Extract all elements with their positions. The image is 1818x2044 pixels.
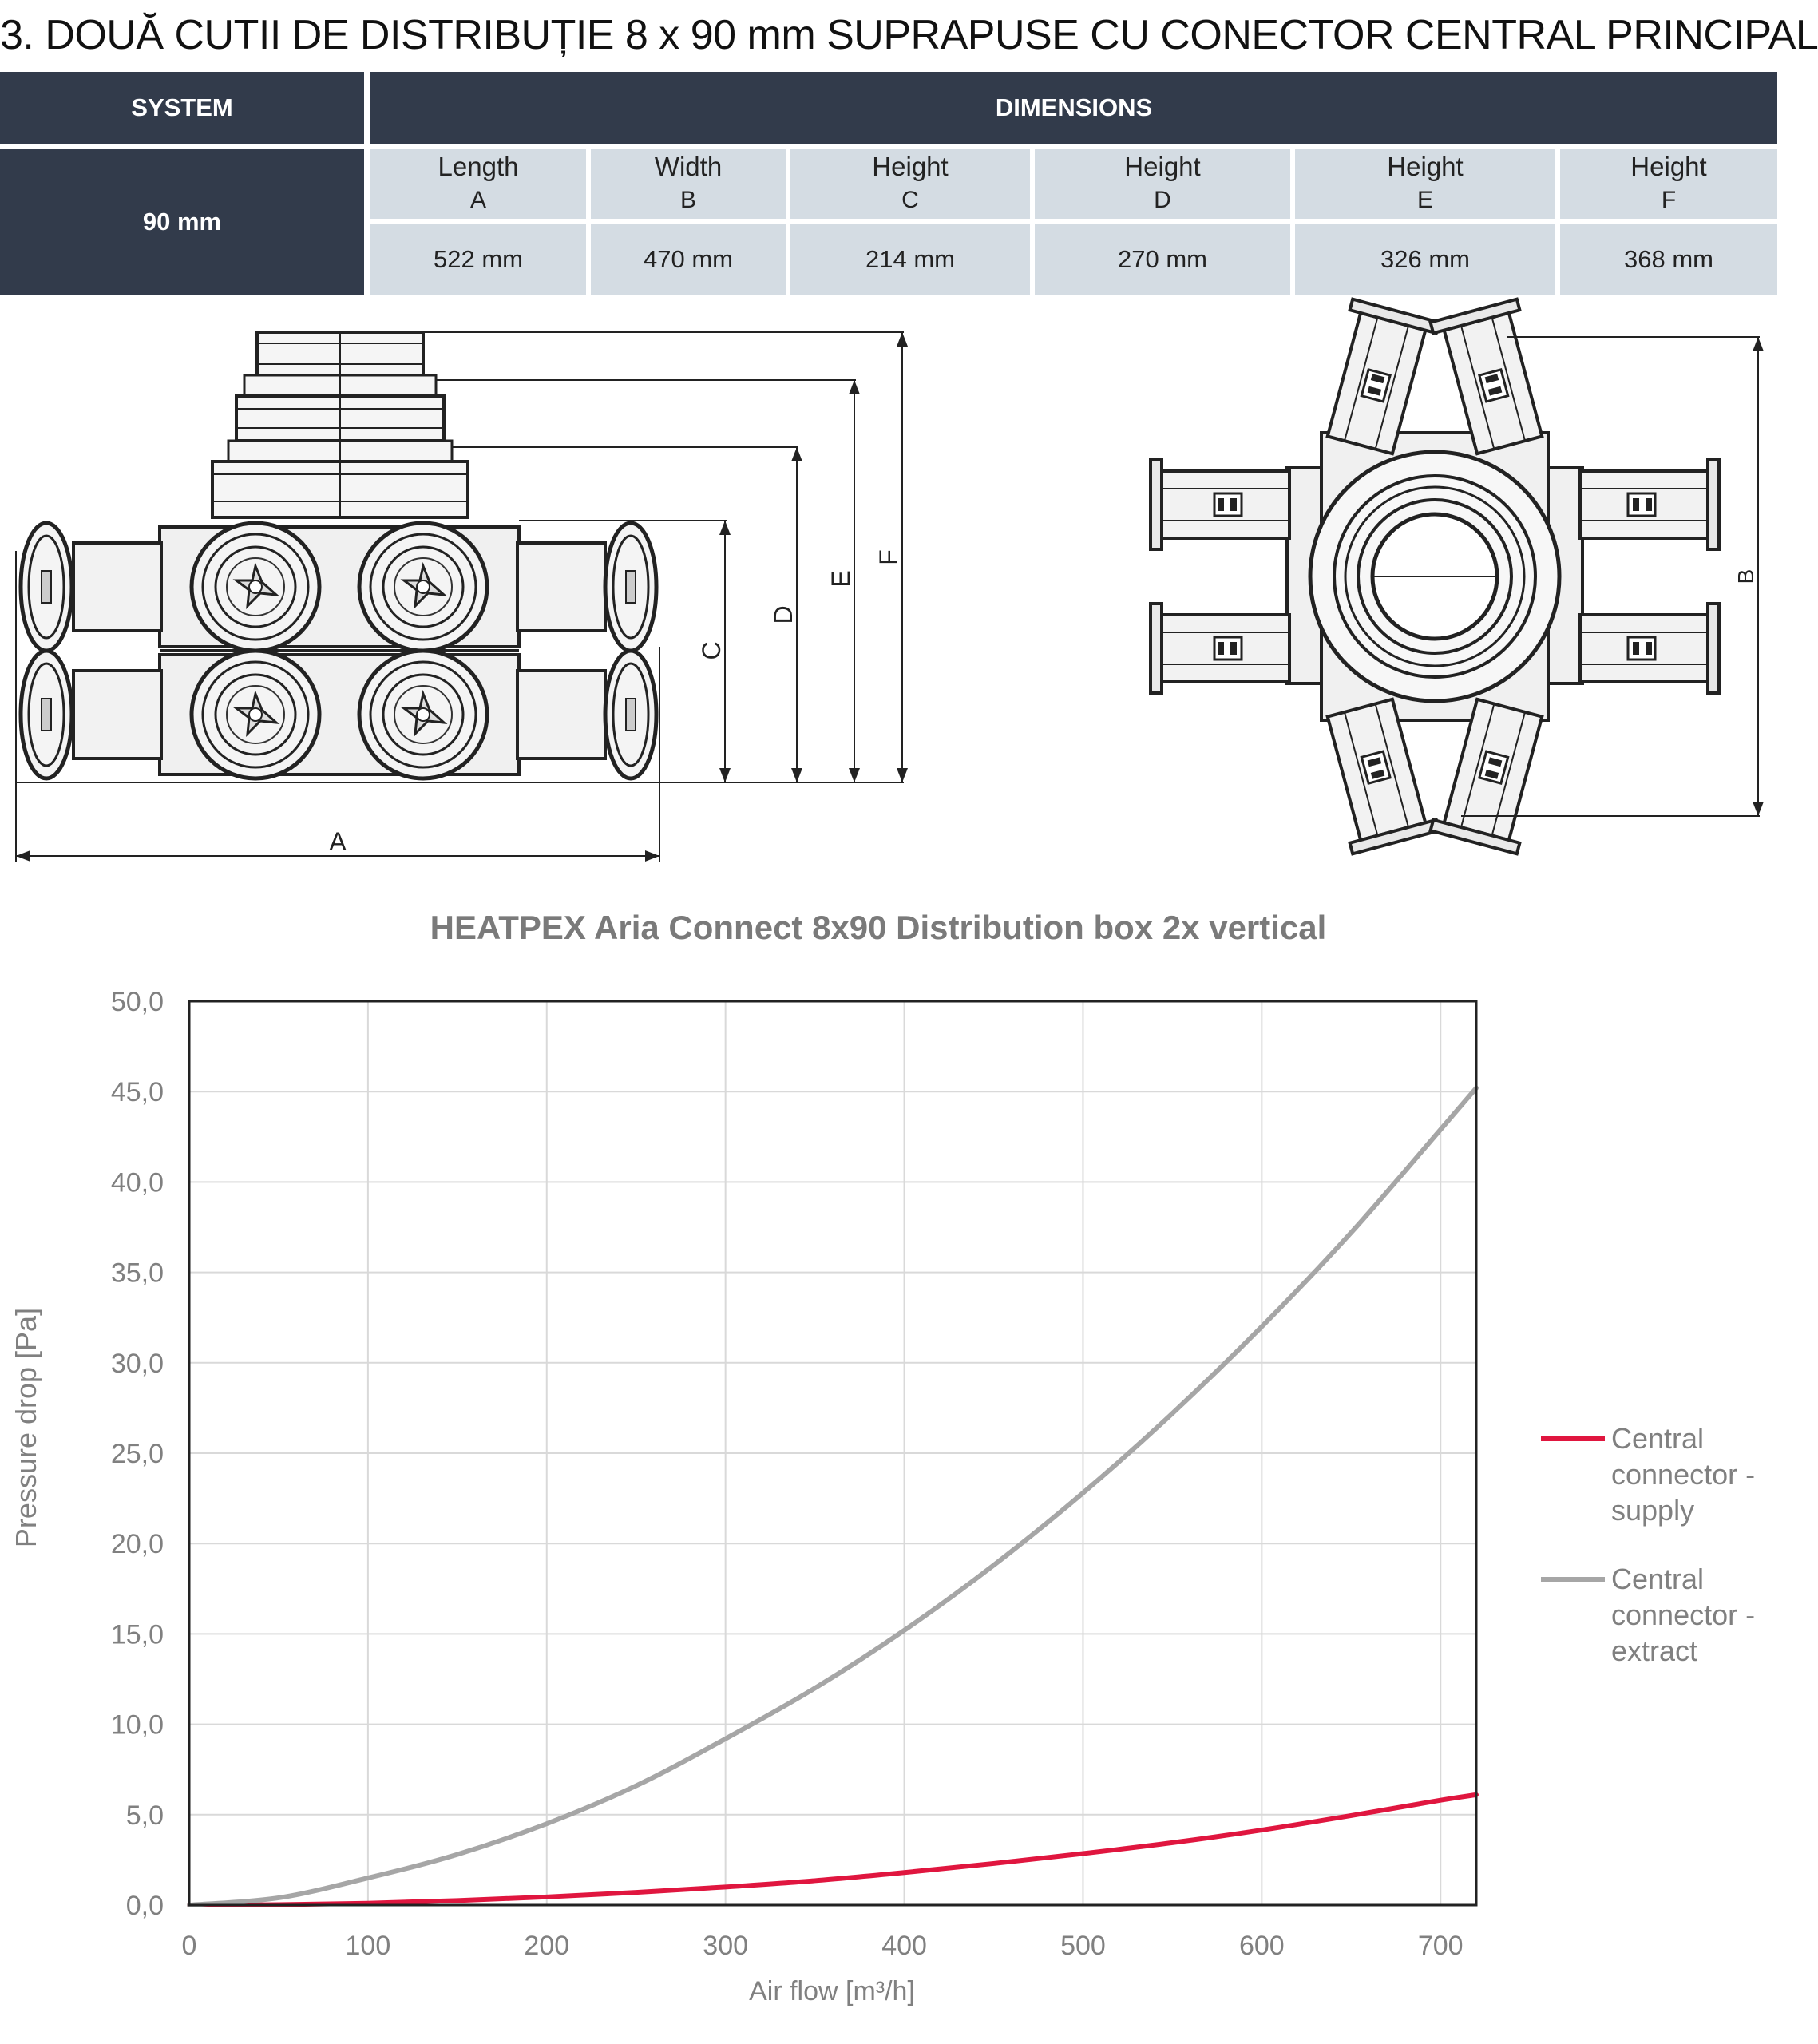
- x-tick-label: 500: [1060, 1931, 1106, 1961]
- column-letter: E: [1416, 187, 1433, 213]
- front-view-drawing: A C D E F: [15, 331, 908, 862]
- legend-label: connector -: [1611, 1458, 1755, 1491]
- y-tick-label: 30,0: [111, 1349, 164, 1379]
- y-tick-label: 25,0: [111, 1439, 164, 1469]
- column-letter: B: [679, 187, 696, 213]
- column-name: Width: [654, 152, 723, 181]
- column-header-a: Length A: [370, 149, 586, 219]
- x-tick-label: 100: [346, 1931, 391, 1961]
- y-tick-label: 45,0: [111, 1077, 164, 1107]
- dim-label-e: E: [826, 570, 855, 587]
- legend-label: supply: [1611, 1494, 1694, 1527]
- column-letter: D: [1154, 187, 1171, 213]
- value-d: 270 mm: [1035, 224, 1290, 295]
- legend-label: extract: [1611, 1634, 1697, 1667]
- x-tick-label: 600: [1239, 1931, 1285, 1961]
- column-letter: C: [901, 187, 919, 213]
- series-line: [187, 1085, 1479, 1907]
- y-tick-label: 10,0: [111, 1710, 164, 1741]
- x-axis-label: Air flow [m³/h]: [749, 1976, 915, 2006]
- dim-label-a: A: [329, 827, 347, 856]
- legend-label: connector -: [1611, 1598, 1755, 1631]
- technical-drawings: A C D E F B: [15, 297, 1764, 862]
- page-title: 3. DOUĂ CUTII DE DISTRIBUȚIE 8 x 90 mm S…: [0, 12, 1818, 58]
- y-tick-label: 0,0: [126, 1891, 164, 1921]
- system-header: SYSTEM: [0, 72, 364, 144]
- y-tick-label: 15,0: [111, 1619, 164, 1650]
- chart-ticks: 0,0 5,0 10,0 15,0 20,0 25,0 30,0 35,0 40,0 45,0 50…: [111, 987, 1464, 1961]
- dim-label-f: F: [874, 549, 903, 565]
- pressure-drop-chart: HEATPEX Aria Connect 8x90 Distribution b…: [10, 909, 1755, 2006]
- legend-label: Central: [1611, 1563, 1704, 1595]
- column-name: Length: [438, 152, 519, 181]
- y-axis-label: Pressure drop [Pa]: [10, 1308, 42, 1547]
- x-tick-label: 400: [881, 1931, 927, 1961]
- value-b: 470 mm: [591, 224, 786, 295]
- column-header-f: Height F: [1560, 149, 1777, 219]
- chart-grid: [188, 1000, 1476, 1906]
- legend-label: Central: [1611, 1422, 1704, 1455]
- series-line: [187, 1792, 1479, 1907]
- value-f: 368 mm: [1560, 224, 1777, 295]
- top-view-drawing: B: [1149, 297, 1764, 856]
- column-header-c: Height C: [790, 149, 1030, 219]
- y-tick-label: 50,0: [111, 987, 164, 1017]
- column-letter: F: [1661, 187, 1677, 213]
- value-c: 214 mm: [790, 224, 1030, 295]
- column-name: Height: [1387, 152, 1464, 181]
- column-name: Height: [872, 152, 949, 181]
- x-tick-label: 0: [182, 1931, 197, 1961]
- column-header-d: Height D: [1035, 149, 1290, 219]
- y-tick-label: 40,0: [111, 1167, 164, 1198]
- y-tick-label: 35,0: [111, 1258, 164, 1289]
- dim-label-b: B: [1733, 569, 1758, 584]
- y-tick-label: 5,0: [126, 1800, 164, 1831]
- chart-title: HEATPEX Aria Connect 8x90 Distribution b…: [430, 909, 1327, 946]
- x-tick-label: 200: [524, 1931, 569, 1961]
- x-tick-label: 300: [703, 1931, 748, 1961]
- column-name: Height: [1630, 152, 1707, 181]
- value-a: 522 mm: [370, 224, 586, 295]
- plot-area: [188, 1000, 1478, 1907]
- column-header-b: Width B: [591, 149, 786, 219]
- y-tick-label: 20,0: [111, 1529, 164, 1559]
- column-name: Height: [1124, 152, 1201, 181]
- column-header-e: Height E: [1295, 149, 1555, 219]
- chart-series: [187, 1085, 1479, 1907]
- x-tick-label: 700: [1418, 1931, 1464, 1961]
- value-e: 326 mm: [1295, 224, 1555, 295]
- dim-label-d: D: [769, 605, 798, 624]
- dim-label-c: C: [697, 641, 726, 660]
- dimensions-table: SYSTEM DIMENSIONS 90 mm Length A Width B…: [0, 72, 1777, 295]
- column-letter: A: [469, 187, 486, 213]
- dimensions-header: DIMENSIONS: [370, 72, 1777, 144]
- system-value: 90 mm: [0, 149, 364, 295]
